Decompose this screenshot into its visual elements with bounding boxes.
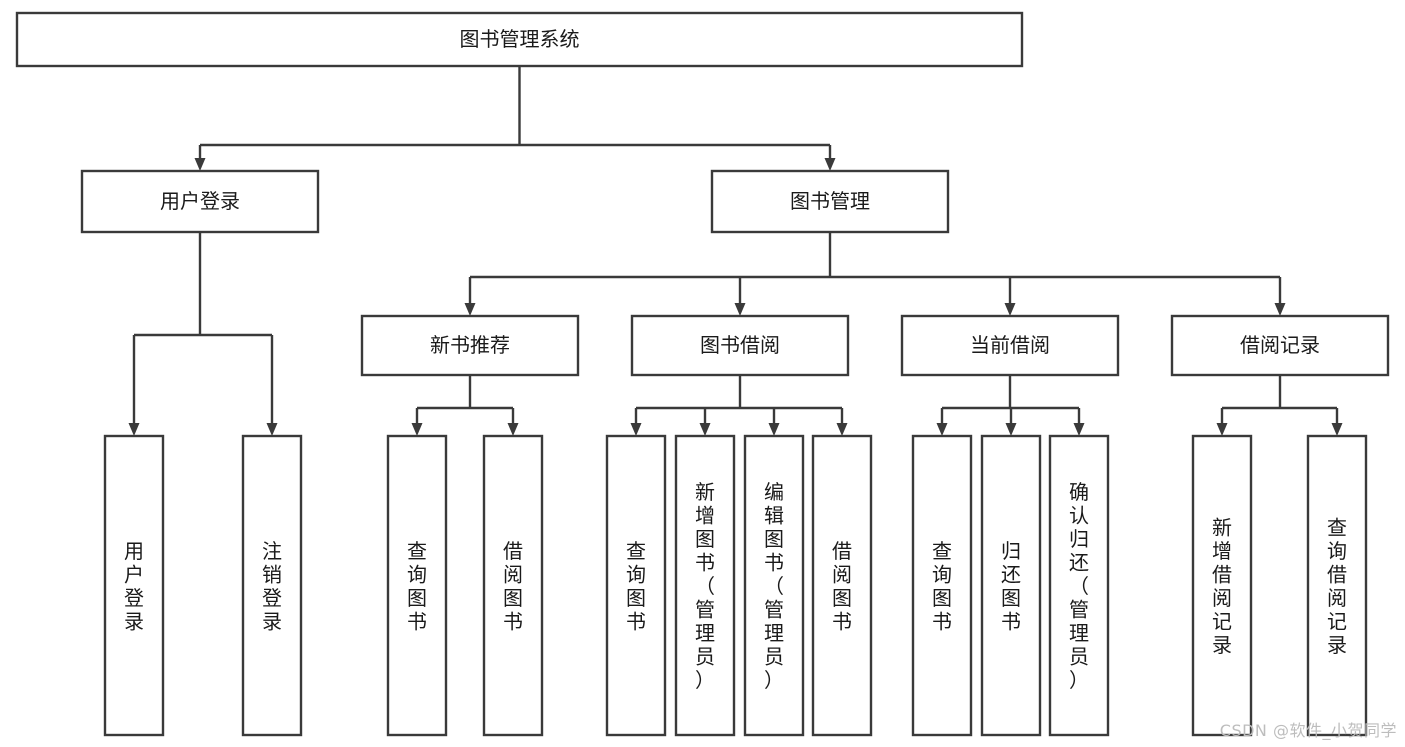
node-label: 图书管理	[790, 189, 870, 213]
node-label: 查询图书	[626, 539, 646, 634]
node-borrow-record[interactable]: 借阅记录	[1170, 314, 1390, 377]
node-box	[743, 434, 805, 737]
node-box	[1048, 434, 1110, 737]
arrow-head-icon	[1216, 423, 1228, 436]
node-label: 用户登录	[160, 189, 240, 213]
node-box	[241, 434, 303, 737]
node-label: 确认归还（管理员）	[1069, 480, 1089, 692]
arrow-head-icon	[936, 423, 948, 436]
node-label: 注销登录	[262, 539, 282, 634]
arrow-head-icon	[630, 423, 642, 436]
arrow-head-icon	[699, 423, 711, 436]
node-leaf-query-book-b[interactable]: 查询图书	[605, 434, 667, 737]
node-label: 借阅图书	[832, 539, 852, 634]
node-leaf-user-login[interactable]: 用户登录	[103, 434, 165, 737]
node-box	[1191, 434, 1253, 737]
node-box	[482, 434, 544, 737]
node-label: 查询图书	[932, 539, 952, 634]
node-root[interactable]: 图书管理系统	[15, 11, 1024, 68]
arrow-head-icon	[128, 423, 140, 436]
node-label: 查询图书	[407, 539, 427, 634]
node-label: 图书借阅	[700, 333, 780, 357]
arrow-head-icon	[1274, 303, 1286, 316]
node-book-manage[interactable]: 图书管理	[710, 169, 950, 234]
node-box	[811, 434, 873, 737]
node-leaf-borrow-book-b[interactable]: 借阅图书	[811, 434, 873, 737]
node-user-login[interactable]: 用户登录	[80, 169, 320, 234]
node-leaf-confirm-return[interactable]: 确认归还（管理员）	[1048, 434, 1110, 737]
node-label: 查询借阅记录	[1327, 515, 1347, 657]
node-current-borrow[interactable]: 当前借阅	[900, 314, 1120, 377]
node-box	[911, 434, 973, 737]
node-label: 新增借阅记录	[1212, 515, 1232, 657]
node-leaf-query-record[interactable]: 查询借阅记录	[1306, 434, 1368, 737]
arrow-head-icon	[824, 158, 836, 171]
arrow-head-icon	[266, 423, 278, 436]
node-leaf-add-record[interactable]: 新增借阅记录	[1191, 434, 1253, 737]
arrow-head-icon	[1073, 423, 1085, 436]
node-label: 新书推荐	[430, 333, 510, 357]
node-label: 借阅图书	[503, 539, 523, 634]
node-box	[80, 169, 320, 234]
node-box	[360, 314, 580, 377]
node-box	[900, 314, 1120, 377]
arrow-head-icon	[411, 423, 423, 436]
arrow-head-icon	[1331, 423, 1343, 436]
node-box	[103, 434, 165, 737]
node-box	[710, 169, 950, 234]
node-leaf-add-book[interactable]: 新增图书（管理员）	[674, 434, 736, 737]
node-book-borrow[interactable]: 图书借阅	[630, 314, 850, 377]
connector-layer	[128, 66, 1343, 436]
arrow-head-icon	[464, 303, 476, 316]
arrow-head-icon	[836, 423, 848, 436]
arrow-head-icon	[1005, 423, 1017, 436]
node-label: 用户登录	[124, 539, 144, 634]
node-new-book-rec[interactable]: 新书推荐	[360, 314, 580, 377]
node-leaf-edit-book[interactable]: 编辑图书（管理员）	[743, 434, 805, 737]
node-leaf-query-book-c[interactable]: 查询图书	[911, 434, 973, 737]
node-box	[630, 314, 850, 377]
node-box	[1306, 434, 1368, 737]
node-box	[386, 434, 448, 737]
node-leaf-return-book[interactable]: 归还图书	[980, 434, 1042, 737]
arrow-head-icon	[194, 158, 206, 171]
node-leaf-borrow-book-rec[interactable]: 借阅图书	[482, 434, 544, 737]
node-label: 编辑图书（管理员）	[764, 480, 784, 692]
node-box	[674, 434, 736, 737]
node-layer: 图书管理系统用户登录图书管理新书推荐图书借阅当前借阅借阅记录用户登录注销登录查询…	[15, 11, 1390, 737]
node-box	[15, 11, 1024, 68]
node-box	[605, 434, 667, 737]
node-leaf-query-book-rec[interactable]: 查询图书	[386, 434, 448, 737]
arrow-head-icon	[768, 423, 780, 436]
node-label: 新增图书（管理员）	[695, 480, 715, 692]
arrow-head-icon	[507, 423, 519, 436]
node-label: 归还图书	[1001, 539, 1021, 634]
node-box	[980, 434, 1042, 737]
node-label: 借阅记录	[1240, 333, 1320, 357]
node-label: 当前借阅	[970, 333, 1050, 357]
arrow-head-icon	[1004, 303, 1016, 316]
node-leaf-logout[interactable]: 注销登录	[241, 434, 303, 737]
arrow-head-icon	[734, 303, 746, 316]
node-box	[1170, 314, 1390, 377]
node-label: 图书管理系统	[460, 27, 580, 51]
